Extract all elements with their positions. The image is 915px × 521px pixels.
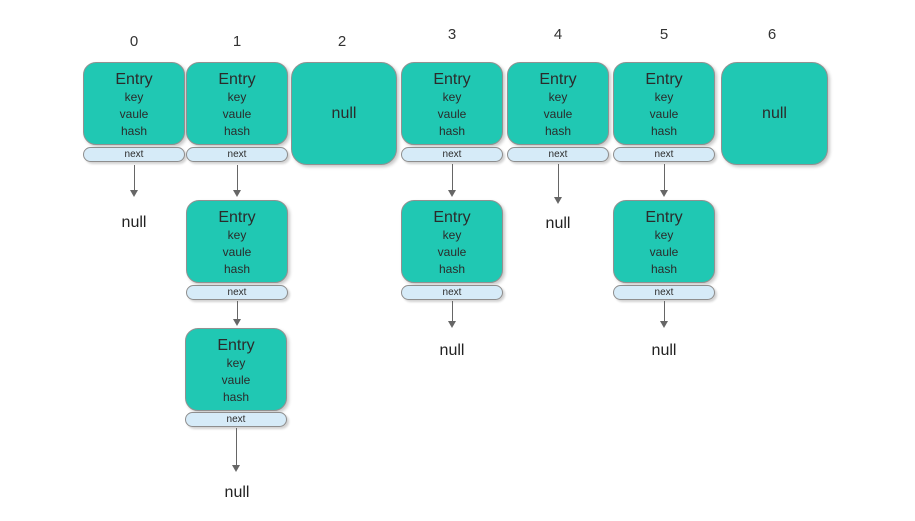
entry-title: Entry (218, 71, 256, 88)
null-terminator-bucket3: null (439, 342, 465, 359)
entry-field-hash: hash (223, 262, 251, 276)
next-pointer-bucket0: next (83, 147, 185, 162)
entry-node-bucket1-2: Entry key vaule hash (186, 200, 288, 283)
entry-field-value: vaule (221, 373, 251, 387)
entry-field-hash: hash (222, 390, 250, 404)
entry-title: Entry (645, 71, 683, 88)
entry-node-bucket3-2: Entry key vaule hash (401, 200, 503, 283)
null-terminator-bucket5: null (651, 342, 677, 359)
null-terminator-bucket4: null (545, 215, 571, 232)
arrow-down-icon (232, 428, 241, 472)
next-pointer-bucket1-3: next (185, 412, 287, 427)
entry-node-bucket1: Entry key vaule hash (186, 62, 288, 145)
entry-field-value: vaule (649, 107, 679, 121)
entry-field-key: key (654, 90, 674, 104)
next-pointer-bucket1-2: next (186, 285, 288, 300)
arrow-down-icon (660, 301, 669, 328)
entry-field-key: key (548, 90, 568, 104)
entry-node-bucket0: Entry key vaule hash (83, 62, 185, 145)
arrow-down-icon (660, 164, 669, 197)
next-pointer-bucket4: next (507, 147, 609, 162)
next-pointer-bucket1: next (186, 147, 288, 162)
entry-field-hash: hash (650, 262, 678, 276)
entry-title: Entry (218, 209, 256, 226)
null-bucket-6: null (721, 62, 828, 165)
entry-title: Entry (539, 71, 577, 88)
entry-field-key: key (442, 228, 462, 242)
entry-field-value: vaule (119, 107, 149, 121)
arrow-down-icon (233, 165, 242, 197)
entry-field-key: key (124, 90, 144, 104)
null-terminator-bucket1: null (224, 484, 250, 501)
entry-node-bucket5: Entry key vaule hash (613, 62, 715, 145)
entry-node-bucket1-3: Entry key vaule hash (185, 328, 287, 411)
entry-node-bucket5-2: Entry key vaule hash (613, 200, 715, 283)
bucket-index-3: 3 (447, 26, 457, 43)
next-pointer-bucket5-2: next (613, 285, 715, 300)
entry-node-bucket4: Entry key vaule hash (507, 62, 609, 145)
null-terminator-bucket0: null (121, 214, 147, 231)
arrow-down-icon (448, 164, 457, 197)
next-pointer-bucket3: next (401, 147, 503, 162)
entry-field-key: key (227, 228, 247, 242)
bucket-index-6: 6 (767, 26, 777, 43)
arrow-down-icon (554, 164, 563, 204)
entry-field-key: key (227, 90, 247, 104)
null-label: null (762, 104, 787, 122)
bucket-index-4: 4 (553, 26, 563, 43)
entry-field-value: vaule (437, 107, 467, 121)
entry-title: Entry (115, 71, 153, 88)
entry-title: Entry (433, 209, 471, 226)
entry-field-value: vaule (437, 245, 467, 259)
entry-title: Entry (645, 209, 683, 226)
arrow-down-icon (233, 301, 242, 326)
entry-field-hash: hash (120, 124, 148, 138)
next-pointer-bucket5: next (613, 147, 715, 162)
entry-field-key: key (442, 90, 462, 104)
entry-title: Entry (433, 71, 471, 88)
entry-title: Entry (217, 337, 255, 354)
bucket-index-1: 1 (232, 33, 242, 50)
entry-field-key: key (226, 356, 246, 370)
bucket-index-0: 0 (129, 33, 139, 50)
entry-field-hash: hash (544, 124, 572, 138)
entry-field-value: vaule (222, 107, 252, 121)
entry-field-key: key (654, 228, 674, 242)
entry-field-hash: hash (438, 124, 466, 138)
entry-field-value: vaule (649, 245, 679, 259)
entry-field-value: vaule (222, 245, 252, 259)
entry-field-value: vaule (543, 107, 573, 121)
arrow-down-icon (130, 165, 139, 197)
null-label: null (331, 104, 357, 122)
null-bucket-2: null (291, 62, 397, 165)
bucket-index-2: 2 (337, 33, 347, 50)
entry-field-hash: hash (650, 124, 678, 138)
bucket-index-5: 5 (659, 26, 669, 43)
entry-field-hash: hash (438, 262, 466, 276)
next-pointer-bucket3-2: next (401, 285, 503, 300)
entry-node-bucket3: Entry key vaule hash (401, 62, 503, 145)
entry-field-hash: hash (223, 124, 251, 138)
arrow-down-icon (448, 301, 457, 328)
